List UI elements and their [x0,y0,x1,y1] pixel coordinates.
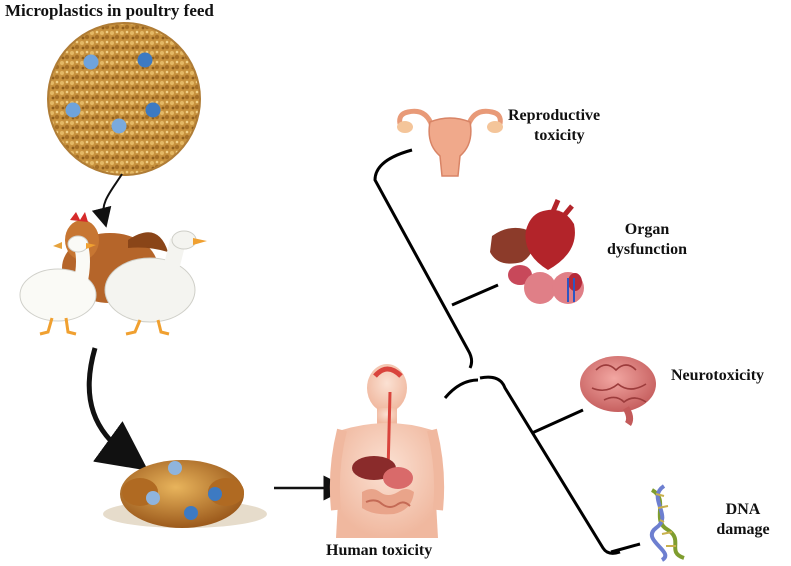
chicken-duck-icon [19,212,207,336]
branch-dna [610,542,641,554]
organs-icon [490,199,584,304]
microplastic-dots [65,52,161,134]
label-dna-line1: DNA [725,501,761,518]
brain-icon [580,356,656,426]
label-reproductive-toxicity: Reproductive toxicity [508,106,600,146]
label-neurotoxicity: Neurotoxicity [671,367,765,384]
label-reproductive-line1: Reproductive [508,107,601,124]
upper-bracket [373,148,474,369]
uterus-icon [397,108,503,177]
human-body-icon [329,364,445,538]
label-dna-damage: DNA damage [712,500,774,540]
label-organ-dysfunction: Organ dysfunction [604,220,690,260]
arrow-poultry-to-roast [86,347,149,471]
arrow-feed-to-poultry [91,173,123,228]
label-organ-line1: Organ [624,221,670,238]
label-reproductive-line2: toxicity [534,127,585,144]
branch-neuro [531,408,584,435]
lower-bracket [479,375,621,555]
connector-human-to-tree [443,378,479,399]
dna-icon [649,484,685,562]
label-organ-line2: dysfunction [606,241,688,258]
label-human-toxicity: Human toxicity [326,542,433,559]
label-dna-line2: damage [716,521,770,538]
branch-organ [451,283,499,307]
label-feed-title: Microplastics in poultry feed [5,1,214,20]
roast-chicken-icon [103,460,267,528]
poultry-feed-icon [47,22,201,176]
bracket-tree [373,148,641,555]
